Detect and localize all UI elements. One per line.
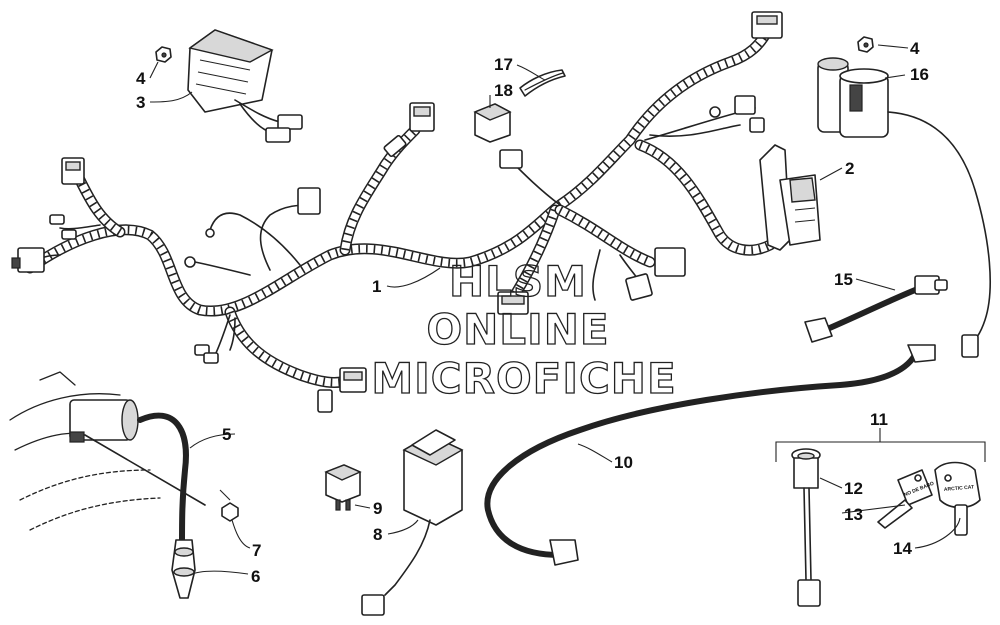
key-tag-right-text: ARCTIC CAT xyxy=(944,484,975,493)
relay xyxy=(473,103,512,143)
callout-9: 9 xyxy=(373,499,382,518)
callout-8: 8 xyxy=(373,525,382,544)
callout-10: 10 xyxy=(614,453,633,472)
callout-4a: 4 xyxy=(136,69,146,88)
battery-cable xyxy=(137,412,189,548)
callout-6: 6 xyxy=(251,567,260,586)
sub-harness-15 xyxy=(804,275,948,343)
watermark: HLSM ONLINE MICROFICHE xyxy=(371,256,677,403)
callout-16: 16 xyxy=(910,65,929,84)
small-relay xyxy=(324,464,362,511)
callout-12: 12 xyxy=(844,479,863,498)
cdi-module xyxy=(361,429,464,616)
callout-1: 1 xyxy=(372,277,381,296)
cable-strap xyxy=(519,69,566,97)
key-right xyxy=(934,461,981,536)
cable-boot xyxy=(171,539,196,599)
terminal-block xyxy=(759,144,821,251)
starter-solenoid xyxy=(817,57,991,358)
ground-cable xyxy=(484,344,936,566)
callout-17: 17 xyxy=(494,55,513,74)
nut-right xyxy=(857,36,874,53)
callout-labels: 1 2 3 4 4 5 6 7 8 9 10 11 12 13 14 15 16… xyxy=(136,39,929,586)
callout-18: 18 xyxy=(494,81,513,100)
watermark-line-2: ONLINE xyxy=(426,305,609,354)
callout-11: 11 xyxy=(870,410,888,429)
callout-14: 14 xyxy=(893,539,912,558)
key-left xyxy=(877,469,933,529)
ignition-switch xyxy=(791,448,821,607)
main-wiring-harness xyxy=(11,11,783,413)
nut-left xyxy=(155,46,172,63)
starter-motor xyxy=(9,371,206,531)
callout-7: 7 xyxy=(252,541,261,560)
callout-4b: 4 xyxy=(910,39,920,58)
callout-3: 3 xyxy=(136,93,145,112)
callout-5: 5 xyxy=(222,425,231,444)
watermark-line-1: HLSM xyxy=(449,257,587,306)
watermark-line-3: MICROFICHE xyxy=(371,354,676,403)
bolt xyxy=(219,489,239,522)
callout-2: 2 xyxy=(845,159,854,178)
voltage-regulator xyxy=(187,29,303,143)
callout-leaders xyxy=(149,44,961,576)
callout-13: 13 xyxy=(844,505,863,524)
callout-15: 15 xyxy=(834,270,853,289)
ignition-kit xyxy=(775,428,986,462)
